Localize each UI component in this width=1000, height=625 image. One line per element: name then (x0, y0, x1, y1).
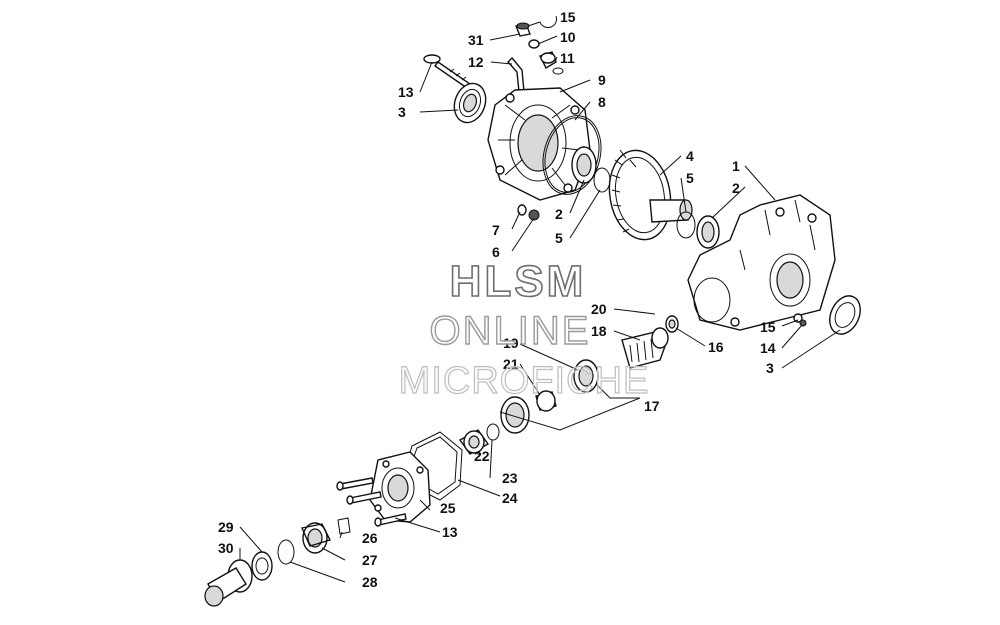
callout-21: 21 (503, 356, 519, 372)
part-collar-22 (458, 429, 490, 455)
watermark-microfiche: MICROFICHE (399, 360, 650, 402)
leader-lines (239, 15, 841, 583)
watermark-hlsm: HLSM (450, 257, 587, 306)
callout-13-bottom: 13 (442, 524, 458, 540)
part-bolt-31 (515, 22, 531, 37)
callout-30: 30 (218, 540, 234, 556)
callout-18: 18 (591, 323, 607, 339)
callout-19: 19 (503, 335, 519, 351)
callout-13-top: 13 (398, 84, 414, 100)
callout-29: 29 (218, 519, 234, 535)
callout-27: 27 (362, 552, 378, 568)
callout-28: 28 (362, 574, 378, 590)
callout-26: 26 (362, 530, 378, 546)
callout-24: 24 (502, 490, 518, 506)
part-bearing-2-top (571, 146, 597, 184)
callout-25: 25 (440, 500, 456, 516)
callout-31: 31 (468, 32, 484, 48)
callout-9: 9 (598, 72, 606, 88)
part-snap-ring-28 (277, 539, 295, 565)
callout-1: 1 (732, 158, 740, 174)
part-plug-11 (539, 51, 564, 75)
part-shim-5-top (593, 167, 611, 193)
part-seal-29 (251, 551, 273, 581)
callout-5-mid: 5 (686, 170, 694, 186)
part-yoke-30 (204, 559, 253, 607)
callout-6: 6 (492, 244, 500, 260)
callout-23: 23 (502, 470, 518, 486)
callout-15-top: 15 (560, 9, 576, 25)
callout-12: 12 (468, 54, 484, 70)
callout-5-top: 5 (555, 230, 563, 246)
part-bolts-13-bottom (336, 477, 407, 527)
watermark: HLSM ONLINE MICROFICHE (398, 256, 650, 402)
watermark-online: ONLINE (430, 309, 591, 353)
callout-15-right: 15 (760, 319, 776, 335)
part-seal-3-top (453, 82, 487, 124)
callout-14: 14 (760, 340, 776, 356)
part-seal-3-right (829, 295, 861, 335)
part-clip-26 (337, 517, 351, 535)
callout-4: 4 (686, 148, 694, 164)
callout-17: 17 (644, 398, 660, 414)
part-bearing-2-mid (696, 215, 720, 249)
part-ring-23 (486, 423, 500, 441)
part-bolt-13-top (423, 54, 471, 89)
part-bearing-19 (573, 359, 599, 393)
part-nut-6 (528, 209, 540, 221)
callout-2-top: 2 (555, 206, 563, 222)
part-ring-gear-4 (608, 149, 693, 241)
part-housing-1 (687, 194, 836, 331)
callout-10: 10 (560, 29, 576, 45)
callout-3-right: 3 (766, 360, 774, 376)
part-cover-9 (487, 87, 591, 201)
callout-20: 20 (591, 301, 607, 317)
callout-16: 16 (708, 339, 724, 355)
callout-2-mid: 2 (732, 180, 740, 196)
part-pin-12 (507, 56, 525, 93)
callout-22: 22 (474, 448, 490, 464)
callout-7: 7 (492, 222, 500, 238)
part-bearing-27 (301, 522, 331, 554)
part-bearing-16 (665, 315, 679, 333)
part-pinion-gear-18 (621, 327, 669, 369)
part-lower-cover-25 (369, 451, 431, 523)
callout-labels: 15 31 10 12 11 13 3 9 8 7 6 2 5 4 5 1 2 … (218, 9, 776, 590)
callout-3-top: 3 (398, 104, 406, 120)
callout-11: 11 (560, 50, 575, 66)
part-spacer-21 (535, 390, 557, 412)
part-fastener-15-14 (793, 313, 807, 327)
part-bearing-race (500, 396, 530, 434)
part-washer-10 (528, 39, 540, 49)
part-o-ring-8 (542, 115, 602, 195)
callout-8: 8 (598, 94, 606, 110)
